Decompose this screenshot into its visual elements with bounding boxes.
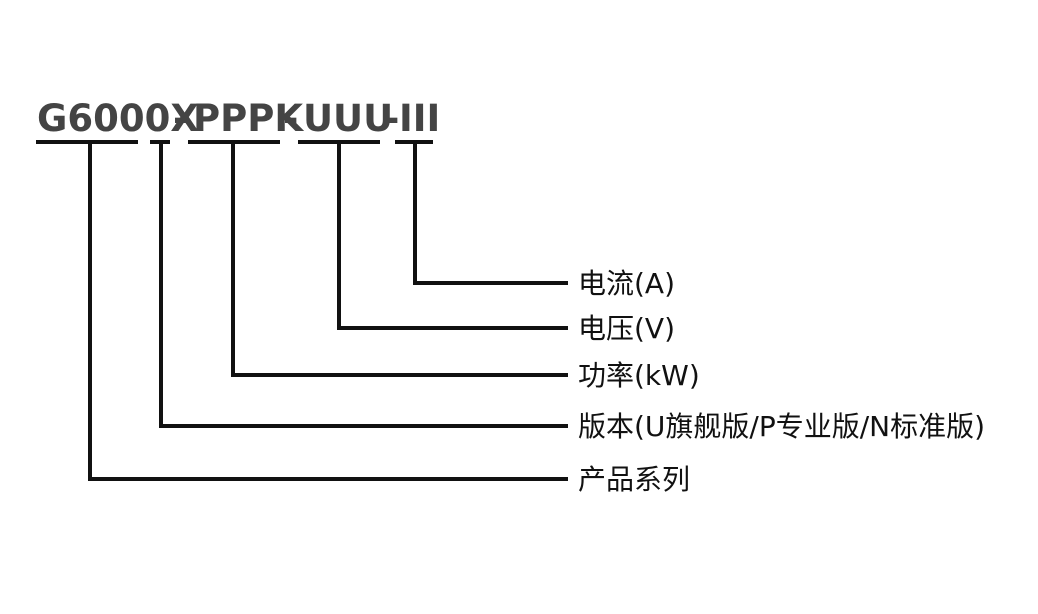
leader-line-power	[231, 140, 568, 377]
label-version: 版本(U旗舰版/P专业版/N标准版)	[578, 410, 985, 443]
model-code-separator-3: -	[384, 97, 399, 140]
model-code-power: PPPK	[193, 97, 304, 140]
label-power: 功率(kW)	[578, 359, 700, 392]
model-code-series: G6000X	[37, 97, 199, 140]
leader-line-voltage	[337, 140, 568, 330]
leader-line-version	[159, 140, 568, 428]
label-current: 电流(A)	[578, 267, 675, 300]
model-code-current: III	[399, 97, 440, 140]
model-code-separator-2: -	[283, 97, 298, 140]
leader-line-current	[413, 140, 568, 285]
label-voltage: 电压(V)	[578, 312, 675, 345]
model-code-voltage: UUU	[303, 97, 393, 140]
model-code-separator-1: -	[173, 97, 188, 140]
label-series: 产品系列	[578, 463, 690, 496]
leader-line-series	[88, 140, 568, 481]
